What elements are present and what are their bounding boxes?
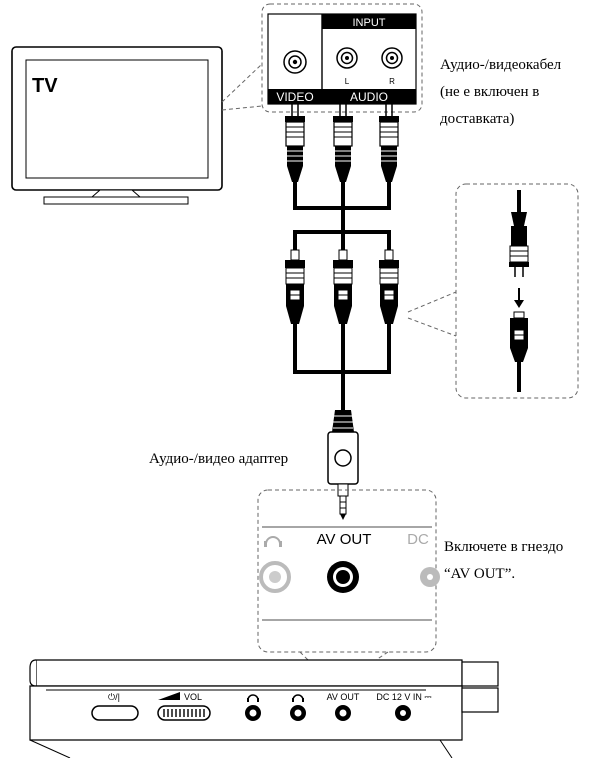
input-panel-outline bbox=[261, 3, 423, 113]
headphone-jack-2[interactable] bbox=[290, 705, 306, 721]
video-coupler bbox=[284, 249, 306, 325]
tv-input-link-2 bbox=[221, 105, 263, 111]
cable-note-line3: доставката) bbox=[440, 111, 514, 127]
headphone-icon-1 bbox=[247, 694, 259, 702]
av-out-panel-outline bbox=[257, 489, 437, 653]
cable-detail-link bbox=[407, 291, 457, 313]
input-header-bar bbox=[322, 14, 416, 29]
cable-detail-outline bbox=[455, 183, 579, 399]
av-adapter-plug bbox=[327, 410, 359, 520]
right-label: R bbox=[389, 77, 395, 86]
video-label: VIDEO bbox=[276, 90, 313, 104]
tv-screen bbox=[25, 59, 209, 179]
volume-wheel[interactable] bbox=[157, 705, 211, 721]
video-jack bbox=[283, 50, 307, 74]
tv-input-link bbox=[221, 63, 263, 103]
audio-left-coupler bbox=[332, 249, 354, 325]
audio-right-coupler bbox=[378, 249, 400, 325]
input-title: INPUT bbox=[353, 17, 386, 29]
cable-note-line2: (не е включен в bbox=[440, 84, 539, 100]
cable-detail bbox=[455, 183, 579, 399]
volume-ramp-icon bbox=[158, 692, 180, 700]
headphone-jack-faded bbox=[259, 561, 291, 593]
dc-in-label: DC 12 V IN ⎓ bbox=[376, 692, 431, 702]
video-plug bbox=[284, 103, 306, 183]
audio-right-plug bbox=[378, 103, 400, 183]
dc-in-jack[interactable] bbox=[395, 705, 411, 721]
adapter-note: Аудио-/видео адаптер bbox=[149, 451, 288, 467]
headphone-jack-1[interactable] bbox=[245, 705, 261, 721]
tv: TV bbox=[11, 46, 223, 205]
power-label: ⏻/| bbox=[108, 692, 120, 702]
tv-input-panel: INPUT VIDEO AUDIO L R bbox=[261, 3, 423, 113]
device-av-out-jack[interactable] bbox=[335, 705, 351, 721]
player-lid bbox=[35, 659, 463, 687]
plug-note-line1: Включете в гнездо bbox=[444, 539, 563, 555]
av-cable bbox=[293, 182, 391, 250]
tv-label: TV bbox=[32, 75, 58, 97]
av-out-panel-label: AV OUT bbox=[317, 531, 372, 548]
vol-label: VOL bbox=[184, 692, 202, 702]
audio-left-jack bbox=[336, 47, 358, 69]
dc-jack-faded bbox=[420, 567, 440, 587]
headphone-icon bbox=[264, 536, 282, 547]
dc-panel-label: DC bbox=[407, 531, 429, 548]
av-out-jack bbox=[327, 561, 359, 593]
headphone-icon-2 bbox=[292, 694, 304, 702]
plug-note-line2: “AV OUT”. bbox=[444, 566, 515, 582]
portable-player: ⏻/| VOL AV OUT DC 12 V IN ⎓ bbox=[29, 659, 499, 758]
power-switch[interactable] bbox=[91, 705, 139, 721]
left-label: L bbox=[345, 77, 350, 86]
cable-detail-link-2 bbox=[407, 317, 457, 337]
adapter-cable bbox=[293, 324, 391, 410]
input-footer-bar bbox=[268, 89, 416, 104]
audio-left-plug bbox=[332, 103, 354, 183]
audio-label: AUDIO bbox=[350, 90, 388, 104]
cable-note-line1: Аудио-/видеокабел bbox=[440, 57, 562, 73]
tv-stand bbox=[43, 196, 189, 205]
tv-side-plugs bbox=[284, 103, 400, 183]
device-av-out-label: AV OUT bbox=[327, 692, 360, 702]
av-out-zoom-panel: AV OUT DC bbox=[257, 489, 440, 653]
middle-connectors bbox=[284, 249, 400, 325]
tv-neck bbox=[90, 189, 142, 198]
audio-right-jack bbox=[381, 47, 403, 69]
